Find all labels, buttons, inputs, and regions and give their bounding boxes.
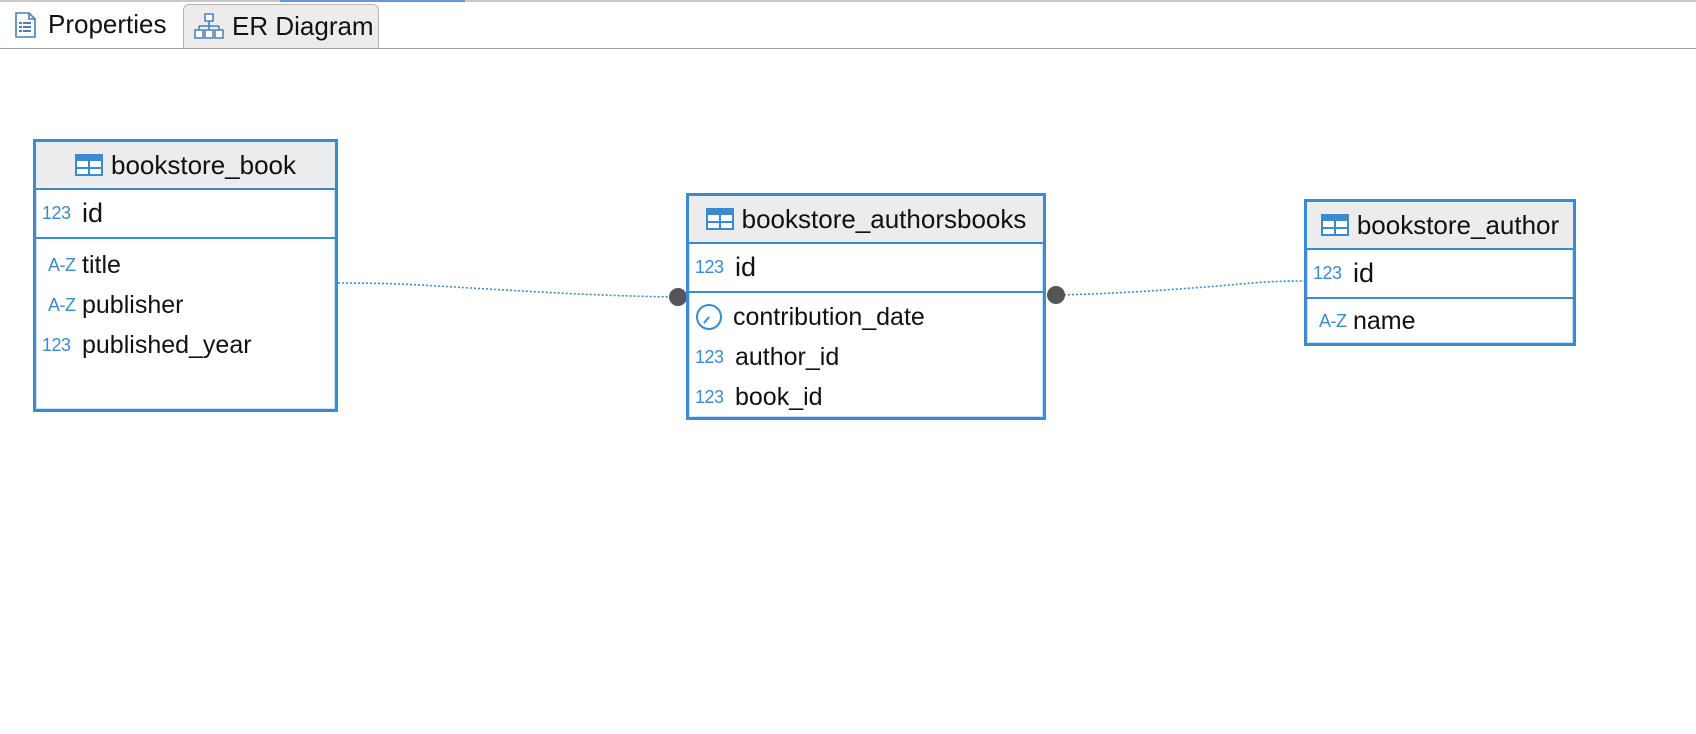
columns-section: A-Z name [1307,299,1573,341]
text-type-badge: A-Z [48,294,76,315]
text-type-badge: A-Z [48,254,76,275]
top-accent-line [280,0,465,2]
column-name: published_year [82,330,252,359]
text-type-badge: A-Z [1319,310,1347,331]
column-name: id [1353,258,1375,288]
properties-icon [10,10,40,40]
table-icon [74,154,103,176]
column-row[interactable]: 123 author_id [689,337,1043,377]
entity-header: bookstore_authorsbooks [689,196,1043,244]
column-row[interactable]: 123 id [36,190,103,237]
primary-key-section: 123 id [689,244,1043,293]
entity-header: bookstore_book [36,142,335,190]
relationship-line-author[interactable] [1055,280,1305,296]
tab-er-diagram[interactable]: ER Diagram [183,4,379,48]
tab-properties-label: Properties [48,9,167,39]
column-name: id [735,252,757,282]
column-name: id [82,198,104,228]
numeric-type-badge: 123 [695,257,724,277]
column-row[interactable]: A-Z publisher [36,285,335,325]
column-row[interactable]: A-Z title [36,245,335,285]
column-name: publisher [82,290,184,319]
column-name: author_id [735,342,840,371]
numeric-type-badge: 123 [1313,263,1342,283]
entity-header: bookstore_author [1307,202,1573,250]
relationship-endpoint-author[interactable] [1047,286,1065,304]
column-row[interactable]: A-Z name [1307,301,1573,341]
column-row[interactable]: 123 id [689,244,756,291]
primary-key-section: 123 id [36,190,335,239]
relationship-endpoint-book[interactable] [669,288,687,306]
table-icon [1320,214,1349,236]
numeric-type-badge: 123 [42,203,71,223]
primary-key-section: 123 id [1307,250,1573,299]
editor-tab-bar: Properties ER Diagram [0,2,1696,49]
window-top-border [0,0,1696,2]
tab-er-diagram-label: ER Diagram [232,11,374,41]
entity-name: bookstore_author [1356,209,1560,240]
column-row[interactable]: 123 book_id [689,377,1043,417]
column-row[interactable]: contribution_date [689,297,1043,337]
columns-section: A-Z title A-Z publisher 123 published_ye… [36,239,335,365]
entity-bookstore-author[interactable]: bookstore_author 123 id A-Z name [1304,199,1576,346]
relationship-line-book[interactable] [337,282,679,298]
column-row[interactable]: 123 id [1307,250,1374,297]
entity-name: bookstore_authorsbooks [741,203,1027,234]
table-icon [705,208,734,230]
column-name: name [1353,306,1416,335]
er-diagram-icon [194,12,224,42]
column-row[interactable]: 123 published_year [36,325,335,365]
numeric-type-badge: 123 [42,334,71,355]
numeric-type-badge: 123 [695,346,724,367]
column-name: contribution_date [733,302,925,331]
column-name: title [82,250,121,279]
numeric-type-badge: 123 [695,386,724,407]
clock-icon [695,303,729,331]
tab-properties[interactable]: Properties [0,2,183,47]
column-name: book_id [735,382,823,411]
columns-section: contribution_date 123 author_id 123 book… [689,293,1043,417]
entity-name: bookstore_book [110,149,297,180]
entity-bookstore-authorsbooks[interactable]: bookstore_authorsbooks 123 id contributi… [686,193,1046,420]
entity-bookstore-book[interactable]: bookstore_book 123 id A-Z title A-Z publ… [33,139,338,412]
